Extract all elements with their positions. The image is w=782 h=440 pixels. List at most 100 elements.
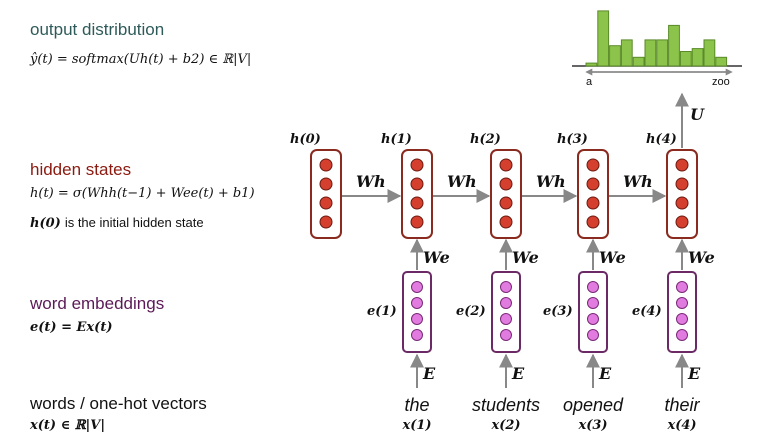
x-label-2: x(2)	[491, 418, 521, 433]
hidden-state-boxes	[310, 149, 698, 239]
hidden-box	[490, 149, 522, 239]
section-title-words: words / one-hot vectors	[30, 394, 207, 413]
hidden-neuron	[319, 215, 333, 229]
embedding-neuron	[676, 297, 688, 309]
histogram-bar	[632, 56, 645, 67]
we-label: We	[512, 248, 539, 267]
embedding-3	[578, 271, 608, 353]
histogram-bar	[620, 39, 633, 67]
hidden-neuron	[586, 215, 600, 229]
h0-symbol: h(0)	[30, 216, 61, 231]
hidden-neuron	[499, 215, 513, 229]
hist-axis-right: zoo	[712, 76, 730, 88]
embed-label-3: e(3)	[543, 304, 573, 319]
hidden-box	[310, 149, 342, 239]
hidden-state-1	[401, 149, 433, 239]
embed-label-1: e(1)	[367, 304, 397, 319]
equation-embed: e(t) = Ex(t)	[30, 320, 113, 335]
histogram-bar	[644, 39, 657, 67]
we-label: We	[688, 248, 715, 267]
embedding-neuron	[500, 297, 512, 309]
embedding-box	[578, 271, 608, 353]
hidden-neuron	[410, 177, 424, 191]
output-histogram	[572, 10, 742, 76]
embedding-4	[667, 271, 697, 353]
embed-label-4: e(4)	[632, 304, 662, 319]
hidden-neuron	[499, 158, 513, 172]
wh-label: Wh	[623, 172, 653, 191]
hidden-state-2	[490, 149, 522, 239]
e-label: E	[688, 364, 701, 383]
section-title-embed: word embeddings	[30, 294, 165, 313]
embedding-neuron	[500, 313, 512, 325]
histogram-bar	[597, 10, 610, 67]
hist-axis-left: a	[586, 76, 593, 88]
histogram-bar	[656, 39, 669, 67]
hidden-label-3: h(3)	[557, 132, 588, 147]
input-word-1: the	[404, 395, 430, 415]
hidden-neuron	[586, 177, 600, 191]
initial-hidden-note: h(0) is the initial hidden state	[30, 214, 204, 232]
x-label-3: x(3)	[578, 418, 608, 433]
hidden-label-0: h(0)	[290, 132, 321, 147]
embedding-2	[491, 271, 521, 353]
embedding-neuron	[587, 329, 599, 341]
hidden-neuron	[319, 158, 333, 172]
embedding-neuron	[411, 313, 423, 325]
hidden-state-0	[310, 149, 342, 239]
hidden-neuron	[675, 215, 689, 229]
we-label: We	[423, 248, 450, 267]
e-label: E	[512, 364, 525, 383]
input-word-3: opened	[562, 395, 624, 415]
section-title-hidden: hidden states	[30, 160, 132, 179]
equation-words: x(t) ∈ ℝ|V|	[30, 418, 106, 433]
hidden-label-4: h(4)	[646, 132, 677, 147]
embedding-neuron	[676, 313, 688, 325]
embedding-box	[402, 271, 432, 353]
input-word-2: students	[471, 395, 541, 415]
e-label: E	[599, 364, 612, 383]
connection-arrows	[342, 92, 689, 388]
embedding-boxes	[402, 271, 697, 353]
x-label-4: x(4)	[667, 418, 697, 433]
hidden-state-3	[577, 149, 609, 239]
histogram-bar	[703, 39, 716, 67]
embedding-neuron	[587, 297, 599, 309]
e-label: E	[423, 364, 436, 383]
hidden-neuron	[586, 158, 600, 172]
histogram-bar	[691, 48, 704, 67]
equation-output: ŷ(t) = softmax(Uh(t) + b2) ∈ ℝ|V|	[30, 52, 251, 67]
embedding-neuron	[411, 281, 423, 293]
wh-label: Wh	[536, 172, 566, 191]
hidden-label-1: h(1)	[381, 132, 412, 147]
embed-label-2: e(2)	[456, 304, 486, 319]
embedding-neuron	[411, 329, 423, 341]
hidden-neuron	[410, 158, 424, 172]
hidden-neuron	[410, 196, 424, 210]
embedding-1	[402, 271, 432, 353]
histogram-bar	[609, 45, 621, 67]
embedding-box	[667, 271, 697, 353]
hidden-neuron	[319, 177, 333, 191]
u-label: U	[690, 105, 704, 124]
hidden-neuron	[675, 177, 689, 191]
embedding-neuron	[587, 313, 599, 325]
initial-hidden-text: is the initial hidden state	[64, 215, 204, 230]
hidden-box	[577, 149, 609, 239]
hidden-neuron	[499, 196, 513, 210]
embedding-box	[491, 271, 521, 353]
hidden-label-2: h(2)	[470, 132, 501, 147]
equation-hidden: h(t) = σ(Whh(t−1) + Wee(t) + b1)	[30, 186, 255, 201]
embedding-neuron	[500, 329, 512, 341]
we-label: We	[599, 248, 626, 267]
hidden-neuron	[675, 158, 689, 172]
hidden-box	[401, 149, 433, 239]
section-title-output: output distribution	[30, 20, 165, 39]
equation-output-text: ŷ(t) = softmax(Uh(t) + b2) ∈ ℝ|V|	[30, 52, 252, 67]
embedding-neuron	[500, 281, 512, 293]
wh-label: Wh	[356, 172, 386, 191]
hidden-neuron	[319, 196, 333, 210]
hidden-neuron	[499, 177, 513, 191]
embedding-neuron	[676, 329, 688, 341]
